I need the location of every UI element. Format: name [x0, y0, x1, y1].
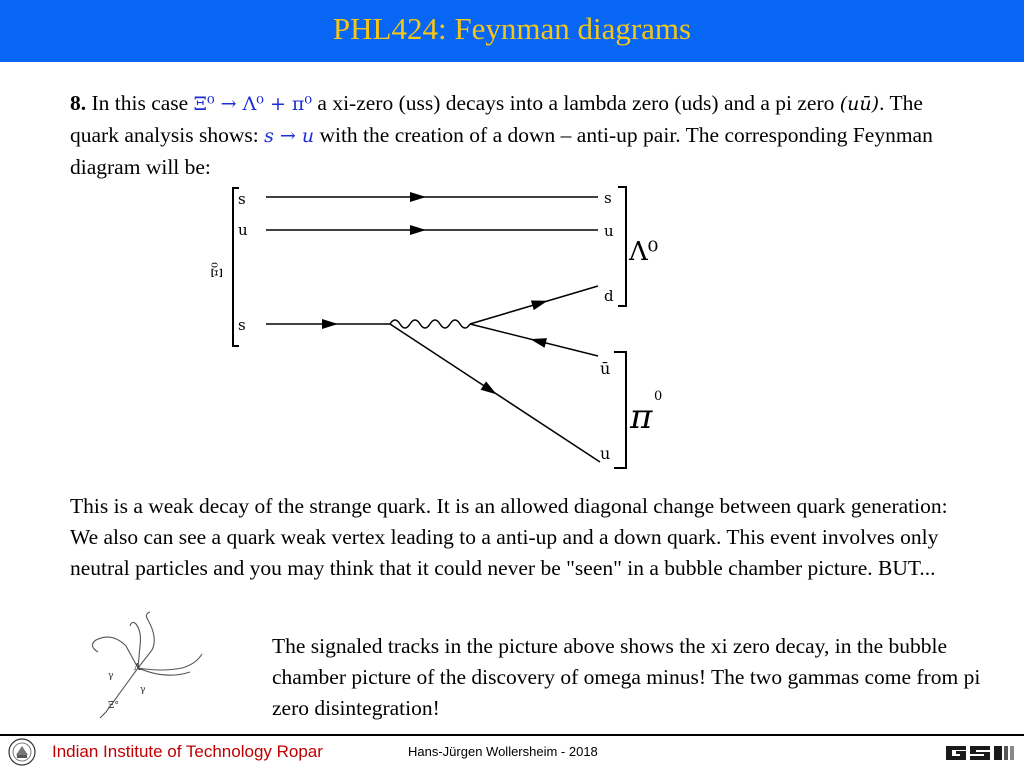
intro-text-1: In this case: [86, 91, 194, 115]
analysis-paragraph: This is a weak decay of the strange quar…: [70, 494, 948, 580]
bubble-chamber-paragraph: The signaled tracks in the picture above…: [272, 634, 981, 720]
decay-equation: Ξ⁰ → Λ⁰ + π⁰: [193, 93, 313, 115]
bubble-chamber-sketch: γ Λ γ Ξ°: [91, 611, 203, 719]
intro-text-3: . The quark analysis shows:: [70, 91, 923, 147]
arrow-icon: [322, 319, 338, 329]
author-credit: Hans-Jürgen Wollersheim - 2018: [408, 744, 598, 759]
gsi-logo-icon: [946, 746, 1014, 760]
quark-label-ubar-out: ū: [600, 359, 610, 378]
arrow-icon: [529, 334, 547, 348]
footer-divider: [0, 734, 1024, 736]
slide-header: PHL424: Feynman diagrams: [0, 0, 1024, 62]
quark-label-s-in: s: [238, 190, 246, 208]
w-boson-line: [389, 319, 471, 329]
quark-label-u-out: u: [604, 222, 614, 240]
intro-text-4: with the creation of a down – anti-up pa…: [70, 123, 933, 179]
institute-name: Indian Institute of Technology Ropar: [52, 742, 323, 761]
lambda-zero-label: Λ⁰: [628, 237, 658, 267]
arrow-icon: [410, 192, 426, 202]
lambda-bracket: [618, 186, 627, 307]
lambda-track: [129, 621, 142, 669]
xi-track-tail: [99, 711, 107, 719]
bubble-gamma-right: γ: [140, 685, 145, 695]
quark-label-s-out: s: [604, 189, 612, 207]
track-right: [137, 653, 203, 671]
arrow-icon: [480, 381, 500, 399]
feynman-diagram: Ξ⁰ s u s s u d ū u Λ⁰ π 0: [210, 186, 662, 469]
arrow-icon: [410, 225, 426, 235]
bubble-xi: Ξ°: [108, 701, 119, 711]
bubble-lambda: Λ: [133, 663, 141, 673]
gamma-track-left: [125, 645, 139, 669]
pion-label: π: [629, 397, 653, 437]
quark-label-u-bottom-out: u: [600, 444, 610, 463]
arrow-icon: [530, 295, 550, 311]
track-upper: [137, 611, 155, 669]
initial-state-bracket: [232, 187, 239, 347]
iit-ropar-logo-icon: [8, 738, 36, 766]
track-right-lower: [137, 667, 191, 676]
quark-transition: s → u: [264, 125, 315, 147]
pion-content: (uū): [839, 93, 880, 115]
quark-label-u-in: u: [238, 221, 248, 239]
slide-title: PHL424: Feynman diagrams: [332, 11, 692, 46]
quark-label-s-bottom-in: s: [238, 316, 246, 334]
item-number: 8.: [70, 91, 87, 115]
intro-paragraph: 8. In this case Ξ⁰ → Λ⁰ + π⁰ a xi-zero (…: [70, 88, 970, 183]
spiral-left: [91, 636, 127, 653]
intro-text-2: a xi-zero (uss) decays into a lambda zer…: [312, 91, 840, 115]
bubble-gamma-left: γ: [108, 671, 113, 681]
quark-label-d-out: d: [604, 287, 614, 305]
xi-zero-label: Ξ⁰: [210, 262, 226, 278]
xi-track: [105, 667, 139, 713]
pion-bracket: [614, 351, 627, 469]
pion-charge-label: 0: [654, 389, 662, 404]
